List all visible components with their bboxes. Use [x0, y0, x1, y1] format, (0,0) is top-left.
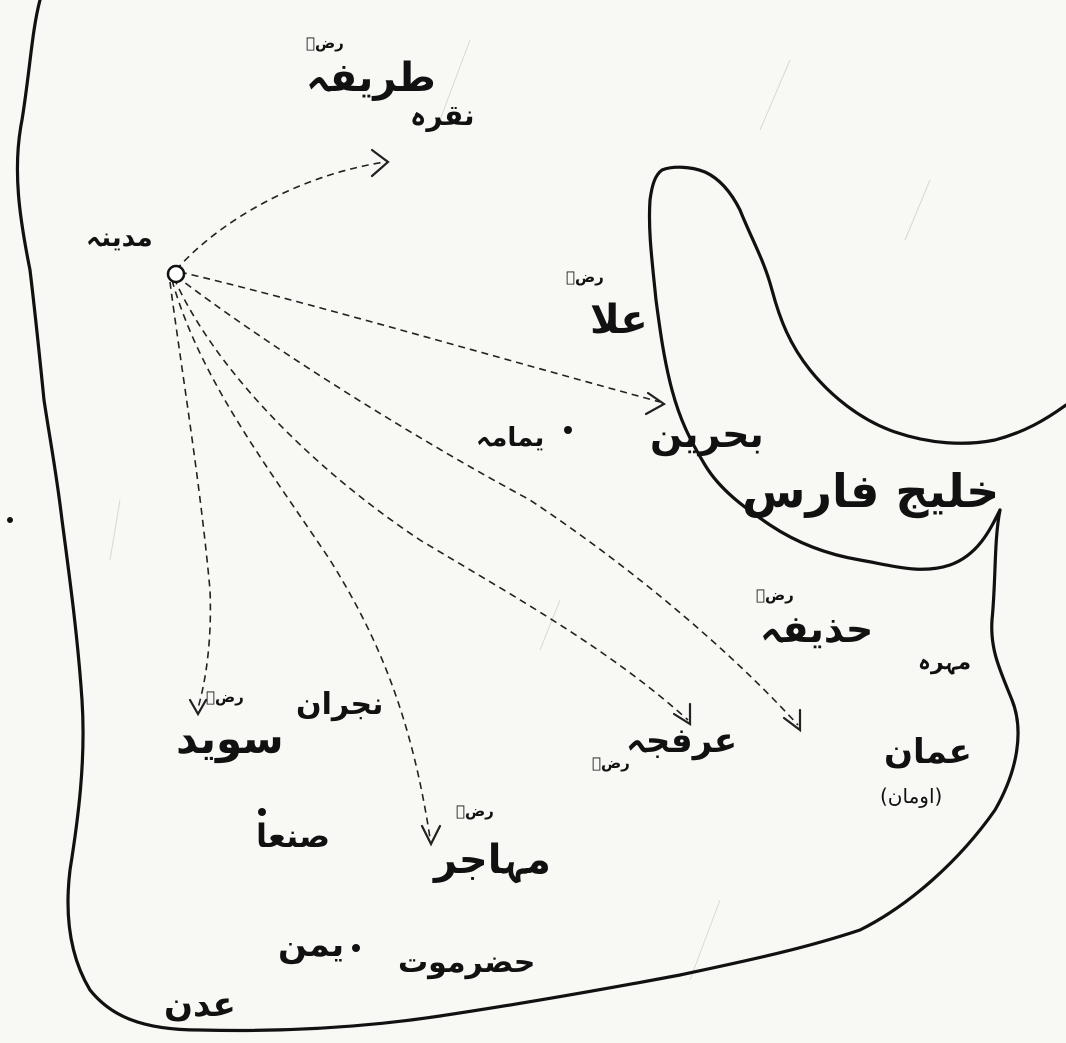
paper-texture [109, 39, 931, 981]
label-yamama: یمامہ [476, 423, 545, 453]
honorific-tarifa: رضؓ [306, 34, 344, 52]
label-suwaid: سوید [176, 714, 284, 763]
route-to-suwaid [169, 281, 212, 709]
label-mahra: مہرہ [918, 650, 972, 675]
route-arrow-icon [420, 824, 442, 847]
label-naqra: نقرہ [410, 99, 475, 132]
honorific-muhajir: رضؓ [456, 802, 494, 820]
label-madina: مدینہ [86, 223, 153, 253]
route-to-hudhaifa [175, 275, 799, 726]
label-oman: عمان [884, 732, 972, 772]
town-dot-icon [564, 426, 572, 434]
gulf-coastline [647, 165, 1066, 571]
peninsula-coastline [15, 0, 1020, 1033]
route-to-naqra [175, 161, 386, 271]
label-bahrain: بحرین [650, 412, 764, 456]
route-to-muhajir [171, 279, 431, 839]
label-tarifa: طریفہ [306, 55, 436, 101]
label-muhajir: مہاجر [434, 837, 551, 883]
label-gulf: خلیج فارس [742, 464, 1000, 518]
label-sana: صنعا [256, 817, 331, 855]
route-arrow-icon [188, 698, 208, 717]
label-hadramaut: حضرموت [398, 945, 536, 980]
town-dot-icon [352, 944, 360, 952]
route-to-arfaja [173, 277, 689, 721]
town-dot-icon [7, 517, 13, 523]
origin-circle-icon [166, 264, 186, 284]
route-to-bahrain [179, 271, 661, 403]
label-najran: نجران [296, 687, 384, 722]
route-arrow-icon [644, 391, 667, 416]
honorific-ala: رضؓ [566, 268, 604, 286]
label-yemen: یمن [278, 925, 345, 965]
label-oman-alt: (اومان) [880, 784, 943, 808]
town-dot-icon [258, 808, 266, 816]
route-arrows [188, 148, 802, 847]
honorific-hudhaifa: رضؓ [756, 586, 794, 604]
label-hudhaifa: حذیفہ [760, 607, 874, 651]
route-arrow-icon [782, 708, 802, 733]
label-aden: عدن [164, 985, 236, 1025]
routes [169, 161, 799, 839]
route-arrow-icon [370, 148, 390, 178]
honorific-suwaid: رضؓ [206, 688, 244, 706]
honorific-arfaja: رضؓ [592, 754, 630, 772]
route-arrow-icon [672, 702, 692, 726]
label-arfaja: عرفجہ [626, 721, 738, 761]
label-ala: علا [590, 297, 648, 343]
